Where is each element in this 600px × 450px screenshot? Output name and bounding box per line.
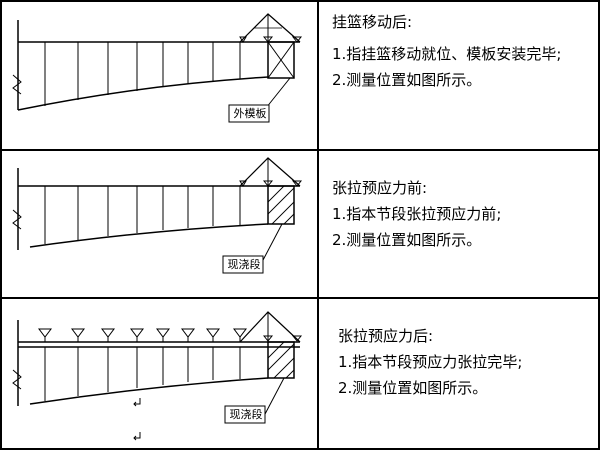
row-3-item-2: 2.测量位置如图所示。: [338, 379, 488, 397]
diagram-label-cast-segment-2: 现浇段: [229, 408, 263, 421]
diagram-after-tensioning: [12, 311, 303, 441]
diagram-before-tensioning: [12, 157, 303, 274]
row-2: 现浇段 张拉预应力前: 1.指本节段张拉预应力前; 2.测量位置如图所示。: [0, 150, 600, 298]
row-1-item-1: 1.指挂篮移动就位、模板安装完毕;: [332, 45, 562, 63]
row-2-title: 张拉预应力前:: [332, 179, 428, 197]
diagram-label-cast-segment: 现浇段: [227, 258, 261, 271]
row-2-item-2: 2.测量位置如图所示。: [332, 231, 482, 249]
row-3-title: 张拉预应力后:: [338, 327, 434, 345]
row-2-item-1: 1.指本节段张拉预应力前;: [332, 205, 502, 223]
text-cell-3: 张拉预应力后: 1.指本节段预应力张拉完毕; 2.测量位置如图所示。: [318, 298, 600, 450]
row-3: 现浇段 张拉预应力后: 1.指本节段预应力张拉完毕; 2.测量位置如图所示。: [0, 298, 600, 450]
row-3-item-1: 1.指本节段预应力张拉完毕;: [338, 353, 523, 371]
diagram-formwork-moved: [12, 13, 303, 123]
diagram-label-formwork: 外模板: [233, 107, 267, 120]
text-cell-2: 张拉预应力前: 1.指本节段张拉预应力前; 2.测量位置如图所示。: [318, 150, 600, 298]
row-1-title: 挂篮移动后:: [332, 13, 413, 31]
row-1-item-2: 2.测量位置如图所示。: [332, 71, 482, 89]
row-1: 外模板 挂篮移动后: 1.指挂篮移动就位、模板安装完毕; 2.测量位置如图所示。: [0, 0, 600, 150]
text-cell-1: 挂篮移动后: 1.指挂篮移动就位、模板安装完毕; 2.测量位置如图所示。: [318, 0, 600, 150]
